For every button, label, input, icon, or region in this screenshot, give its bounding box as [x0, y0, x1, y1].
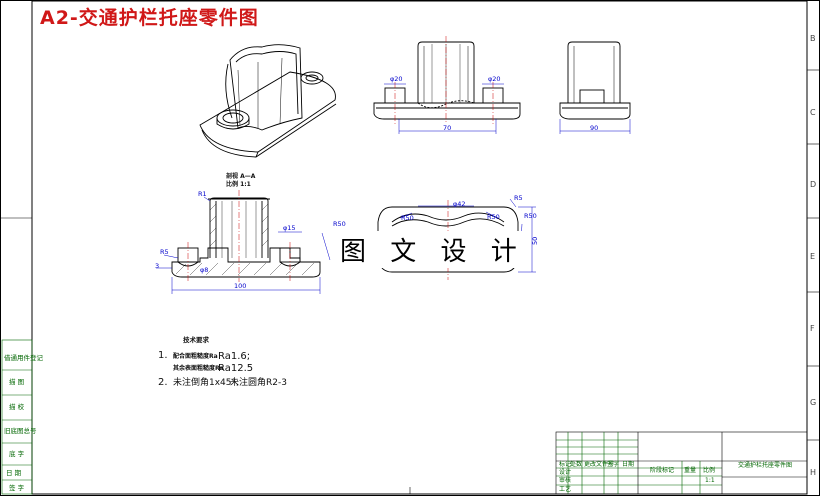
zone-ticks	[0, 69, 820, 494]
dim-label: R5	[160, 248, 169, 256]
left-strip-item: 底 字	[9, 449, 25, 458]
section-centerlines	[187, 190, 291, 282]
dim-label: φ8	[200, 266, 208, 274]
side-view	[559, 41, 631, 120]
dim-label: φ42	[453, 200, 466, 208]
zone-label: F	[810, 324, 815, 333]
scale-label: 比例 1:1	[226, 180, 251, 188]
drawing-title: A2-交通护栏托座零件图	[40, 7, 259, 29]
tb-date: 日期	[622, 460, 634, 468]
tech-line1-num: 1.	[158, 350, 168, 361]
tb-file: 更改文件号	[584, 460, 614, 468]
tb-part-name: 交通护栏托座零件图	[738, 461, 792, 469]
dim-label: φ20	[488, 75, 501, 83]
zone-label: B	[810, 34, 816, 43]
left-strip	[1, 339, 33, 495]
title-block-grid	[555, 431, 808, 495]
dim-label: R50	[401, 214, 414, 222]
tb-count: 处数	[570, 460, 582, 468]
section-view	[171, 197, 321, 278]
front-view-dims	[384, 83, 504, 134]
section-label: 剖视 A—A	[226, 172, 256, 180]
left-strip-item: 描 校	[9, 402, 25, 411]
dim-label: R5	[514, 194, 523, 202]
tb-weight: 重量	[684, 466, 696, 474]
tb-process: 工艺	[559, 485, 571, 493]
tech-line3-text: 未注倒角1x45°;	[173, 376, 239, 388]
dim-label: R50	[487, 213, 500, 221]
tb-ratio-val: 1:1	[705, 477, 715, 484]
isometric-view	[199, 44, 337, 158]
tb-design: 设计	[559, 468, 571, 476]
tech-line3-b: 未注圆角R2-3	[230, 376, 287, 388]
watermark: 图 文 设 计	[336, 231, 529, 268]
side-view-dims	[559, 119, 631, 134]
dim-label: 3	[155, 262, 159, 270]
left-strip-item: 借通用件登记	[4, 353, 44, 362]
section-dims	[156, 196, 331, 294]
dim-label: φ20	[390, 75, 403, 83]
tech-heading: 技术要求	[183, 335, 210, 344]
zone-label: D	[810, 180, 817, 189]
tech-line1-text: 配合面粗糙度Ra	[173, 352, 218, 360]
dim-label: 50	[531, 237, 539, 245]
zone-label: E	[810, 252, 816, 261]
section-hatch	[175, 203, 315, 276]
tb-ratio: 比例	[703, 466, 715, 474]
tech-line1-val: Ra1.6;	[218, 351, 250, 362]
tech-line2-val: Ra12.5	[218, 363, 253, 374]
left-strip-item: 签 字	[9, 483, 25, 492]
left-strip-item: 旧底图总号	[4, 426, 37, 435]
tech-line2-text: 其余表面粗糙度Ra	[173, 364, 224, 372]
tb-mark: 标记	[559, 460, 571, 468]
dim-label: 100	[234, 282, 246, 290]
front-view	[373, 36, 521, 124]
left-strip-item: 描 图	[9, 377, 24, 386]
tb-stage: 阶段标记	[650, 466, 674, 474]
tech-line3-num: 2.	[158, 377, 168, 388]
zone-label: G	[810, 398, 817, 407]
left-strip-item: 日 期	[6, 469, 22, 477]
tb-check: 审核	[559, 476, 571, 484]
zone-label: H	[810, 468, 817, 477]
dim-label: R50	[524, 212, 537, 220]
dim-label: R1	[198, 190, 207, 198]
dim-label: φ15	[283, 224, 296, 232]
dim-label: 90	[590, 124, 598, 132]
dim-label: R50	[333, 220, 346, 228]
tb-sign: 签字	[607, 460, 619, 468]
dim-label: 70	[443, 124, 451, 132]
zone-label: C	[810, 108, 816, 117]
